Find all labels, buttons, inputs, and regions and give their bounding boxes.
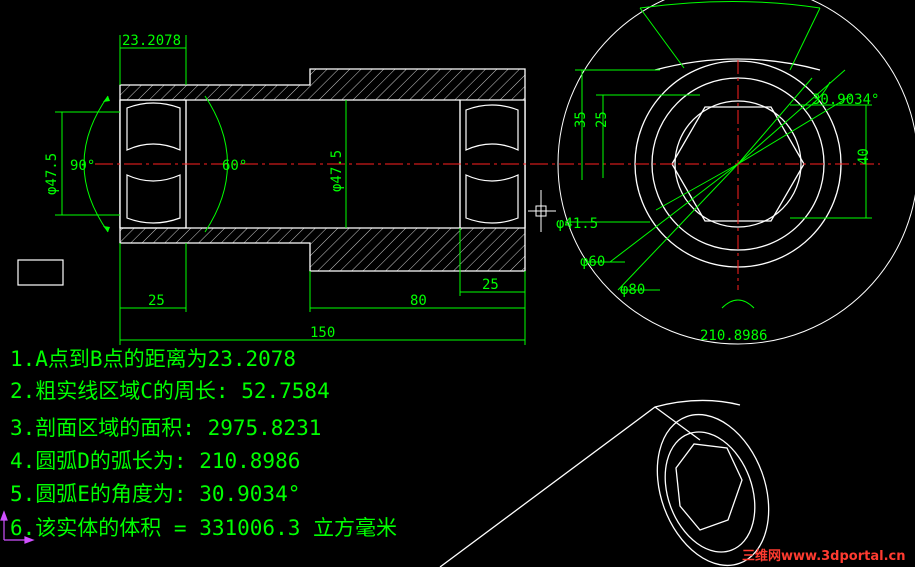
dim-left-diameter: φ47.5 <box>44 153 60 195</box>
watermark: 三维网www.3dportal.cn <box>742 548 905 564</box>
hatch-top-left <box>120 85 310 100</box>
hatch-bottom-left <box>120 228 310 243</box>
block-marker <box>17 259 64 286</box>
dim-d60: φ60 <box>580 254 605 270</box>
dim-angle: 30.9034° <box>812 92 879 108</box>
note-5: 5.圆弧E的角度为: 30.9034° <box>10 482 300 506</box>
notes-list: 1.A点到B点的距离为23.2078 2.粗实线区域C的周长: 52.7584 … <box>10 347 397 540</box>
construction-circle <box>557 0 915 345</box>
end-view-dimensions <box>565 1 872 309</box>
note-3: 3.剖面区域的面积: 2975.8231 <box>10 416 321 440</box>
section-view <box>83 68 565 272</box>
dim-d41: φ41.5 <box>556 216 598 232</box>
hatch-bottom-right <box>310 228 525 271</box>
dim-h40: 40 <box>856 148 872 165</box>
dim-left-angle: 90° <box>70 158 95 174</box>
dim-inner-angle: 60° <box>222 158 247 174</box>
dim-arc-length: 210.8986 <box>700 328 767 344</box>
dim-mid-diameter: φ47.5 <box>329 150 345 192</box>
dim-len-mid: 80 <box>410 293 427 309</box>
dim-len-total: 150 <box>310 325 335 341</box>
section-dimensions <box>55 35 526 345</box>
note-1: 1.A点到B点的距离为23.2078 <box>10 347 296 371</box>
dim-d80: φ80 <box>620 282 645 298</box>
dim-len-right: 25 <box>482 277 499 293</box>
hatch-top-right <box>310 69 525 100</box>
note-2: 2.粗实线区域C的周长: 52.7584 <box>10 379 330 403</box>
dim-h25: 25 <box>594 111 610 128</box>
end-view-centerlines <box>560 60 880 290</box>
crosshair-cursor <box>528 190 556 232</box>
isometric-part <box>439 399 770 567</box>
ucs-icon <box>0 510 35 544</box>
note-6: 6.该实体的体积 = 331006.3 立方毫米 <box>10 516 397 540</box>
dim-top-width: 23.2078 <box>122 33 181 49</box>
dim-len-left: 25 <box>148 293 165 309</box>
note-4: 4.圆弧D的弧长为: 210.8986 <box>10 449 300 473</box>
dim-h35: 35 <box>573 111 589 128</box>
